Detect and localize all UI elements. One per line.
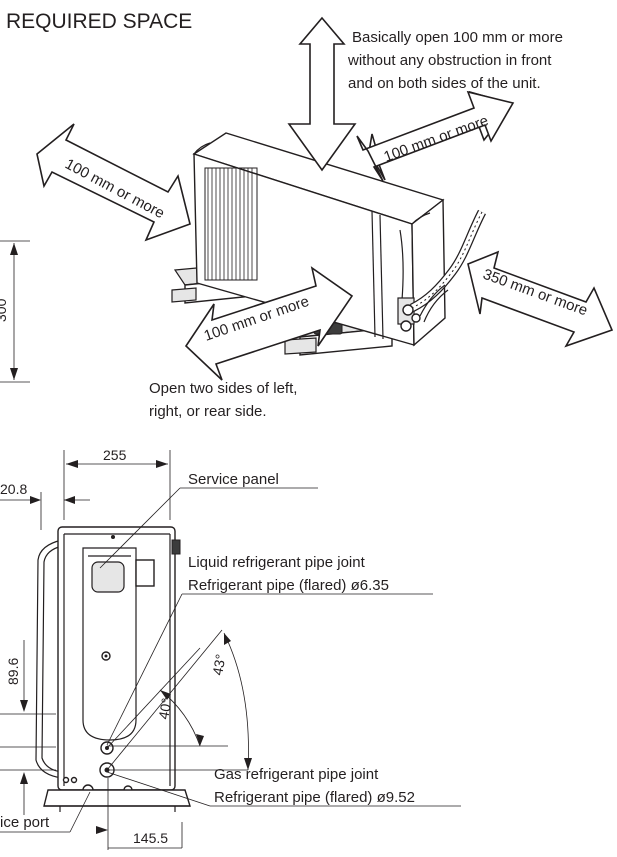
height-dimension-89-6: 89.6: [0, 640, 56, 815]
callout-lines: [99, 487, 461, 807]
service-port-label: ice port: [0, 814, 50, 831]
angle-40-label: 40°: [155, 697, 174, 721]
gas-joint-label: Gas refrigerant pipe joint: [214, 766, 379, 783]
side-view-unit: [35, 526, 191, 812]
clearance-arrow-upper-right: 100 mm or more: [356, 90, 515, 182]
bottom-note-line-1: Open two sides of left,: [149, 380, 297, 397]
liquid-pipe-label: Refrigerant pipe (flared) ø6.35: [188, 577, 389, 594]
refrigerant-hose: [400, 209, 486, 332]
bottom-note-line-2: right, or rear side.: [149, 403, 267, 420]
height-dim-label: 300: [0, 298, 9, 322]
clearance-arrow-left: 100 mm or more: [36, 123, 191, 242]
bottom-dimension-145-5: 145.5: [96, 778, 183, 850]
outdoor-unit-body: [192, 132, 446, 347]
top-note-line-3: and on both sides of the unit.: [348, 75, 541, 92]
width-dim-label: 255: [103, 447, 127, 463]
angle-43-label: 43°: [209, 653, 228, 677]
height-dimension-300: 300: [0, 240, 30, 383]
clearance-arrow-right: 350 mm or more: [467, 250, 614, 348]
service-panel-label: Service panel: [188, 471, 279, 488]
angle-indicators: 40° 43°: [106, 629, 252, 771]
bottom-dim-label: 145.5: [133, 830, 168, 846]
clearance-arrow-top: [287, 16, 357, 172]
height-89-label: 89.6: [5, 658, 21, 685]
offset-dim-label: 20.8: [0, 481, 27, 497]
liquid-joint-label: Liquid refrigerant pipe joint: [188, 554, 366, 571]
gas-pipe-label: Refrigerant pipe (flared) ø9.52: [214, 789, 415, 806]
top-note-line-1: Basically open 100 mm or more: [352, 29, 563, 46]
top-note-line-2: without any obstruction in front: [347, 52, 552, 69]
required-space-title: REQUIRED SPACE: [6, 10, 192, 33]
offset-dimension-20-8: 20.8: [0, 481, 90, 530]
width-dimension-255: 255: [63, 447, 171, 520]
service-port-callout: ice port: [0, 791, 91, 833]
